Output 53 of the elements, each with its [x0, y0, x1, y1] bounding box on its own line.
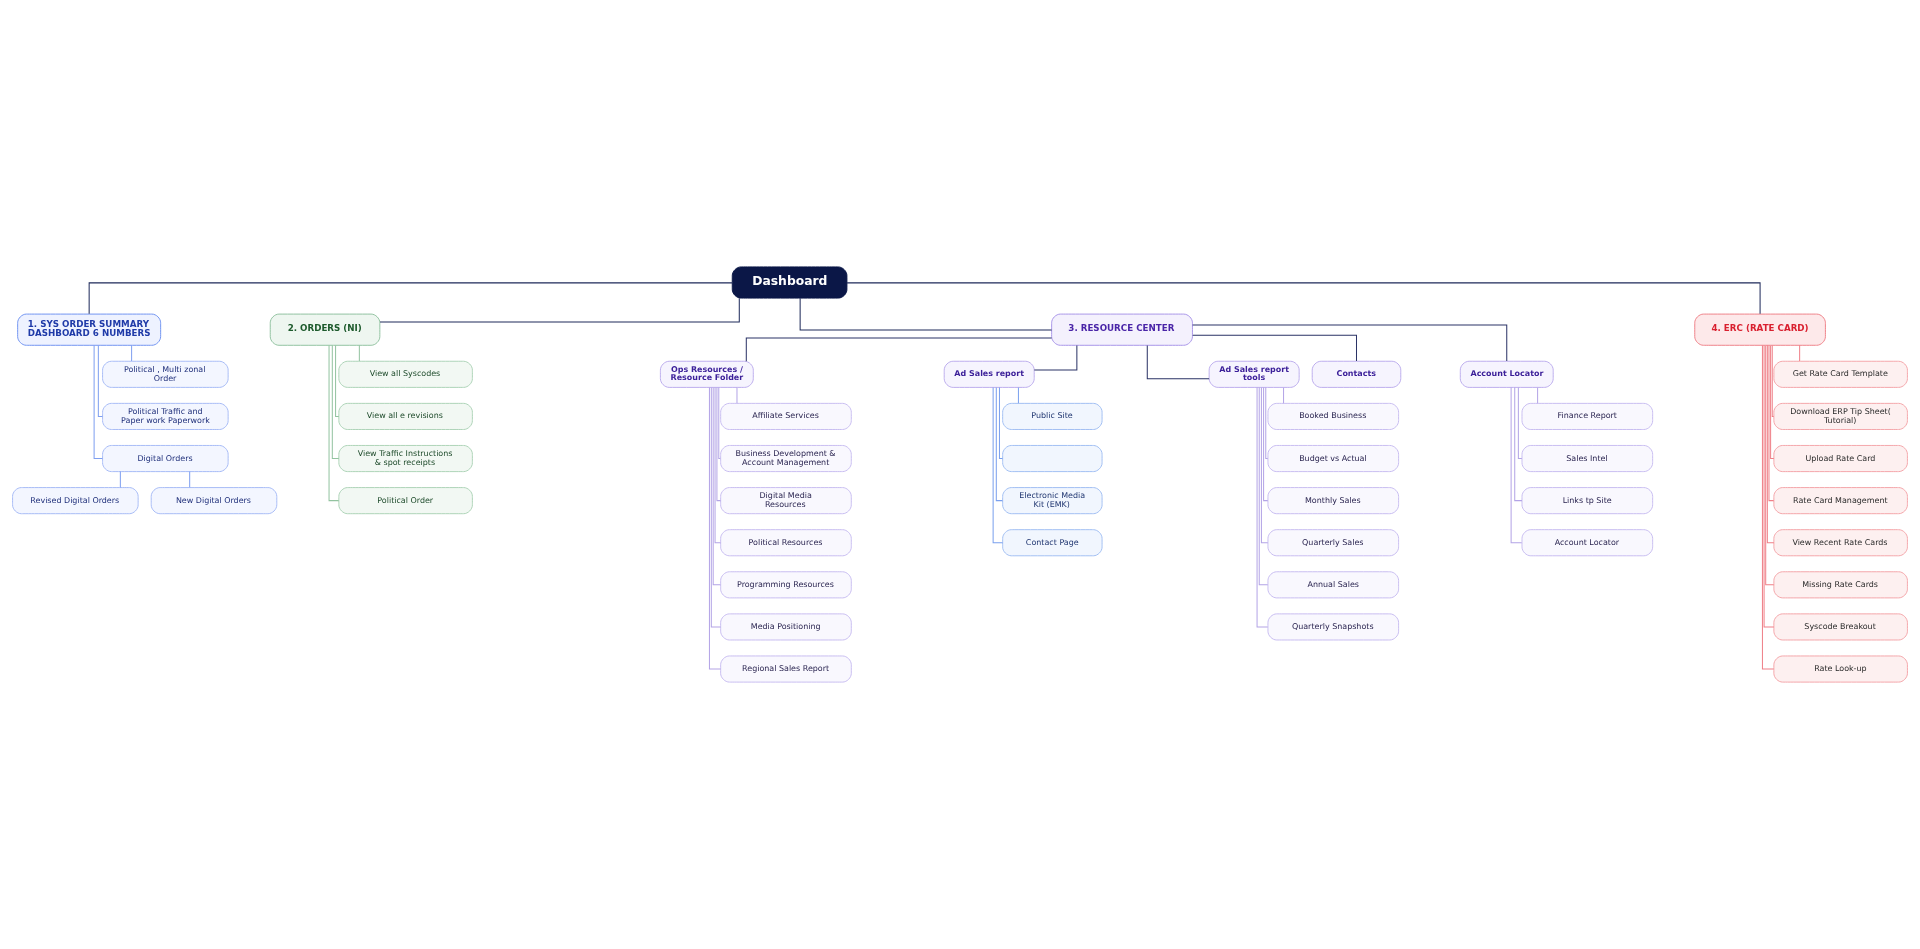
connector: [1761, 344, 1775, 670]
connector: [1766, 344, 1775, 544]
connector: [1033, 344, 1078, 371]
connector: [714, 387, 722, 544]
connector: [1799, 344, 1801, 362]
connector: [718, 386, 721, 460]
connector: [716, 387, 722, 502]
connector: [1517, 386, 1523, 460]
connector: [331, 345, 340, 460]
connector: [1768, 344, 1775, 502]
connector: [1258, 387, 1269, 586]
connector: [992, 387, 1004, 544]
connector: [1192, 324, 1508, 362]
connector: [1192, 334, 1357, 362]
connector: [998, 386, 1004, 460]
connector: [1256, 387, 1269, 628]
node-box: [1002, 445, 1103, 473]
connector: [88, 282, 733, 315]
connector: [1770, 345, 1775, 460]
connector: [995, 387, 1003, 502]
connector: [1260, 387, 1269, 544]
connector: [1510, 387, 1523, 544]
connector: [189, 471, 191, 488]
connector: [710, 387, 721, 628]
connector: [1263, 387, 1269, 502]
connector: [1514, 387, 1523, 502]
connector: [1146, 344, 1210, 380]
connector: [1265, 386, 1269, 460]
connector: [745, 337, 1053, 362]
connector: [708, 387, 721, 670]
connector: [379, 297, 740, 323]
connector: [1537, 386, 1539, 404]
connector: [1765, 344, 1775, 586]
connector: [1283, 386, 1285, 404]
connector: [358, 344, 360, 362]
node-box: 2. ORDERS (NI): [269, 313, 381, 346]
connector: [1763, 344, 1775, 628]
connector: [93, 345, 104, 460]
node-box: 3. RESOURCE CENTER: [1051, 313, 1193, 346]
connector: [131, 344, 133, 362]
node-box: Dashboard: [731, 266, 848, 299]
connector: [846, 282, 1761, 315]
node-box: 4. ERC (RATE CARD): [1694, 313, 1826, 346]
connector: [1017, 386, 1019, 404]
connector: [97, 344, 104, 417]
node-box: 1. SYS ORDER SUMMARY DASHBOARD 6 NUMBERS: [17, 313, 162, 346]
connector: [799, 297, 1053, 331]
connector: [736, 386, 738, 404]
connector: [328, 344, 340, 502]
connector: [1771, 344, 1775, 417]
connector: [119, 471, 121, 488]
connector: [712, 387, 721, 586]
connector: [335, 344, 340, 417]
